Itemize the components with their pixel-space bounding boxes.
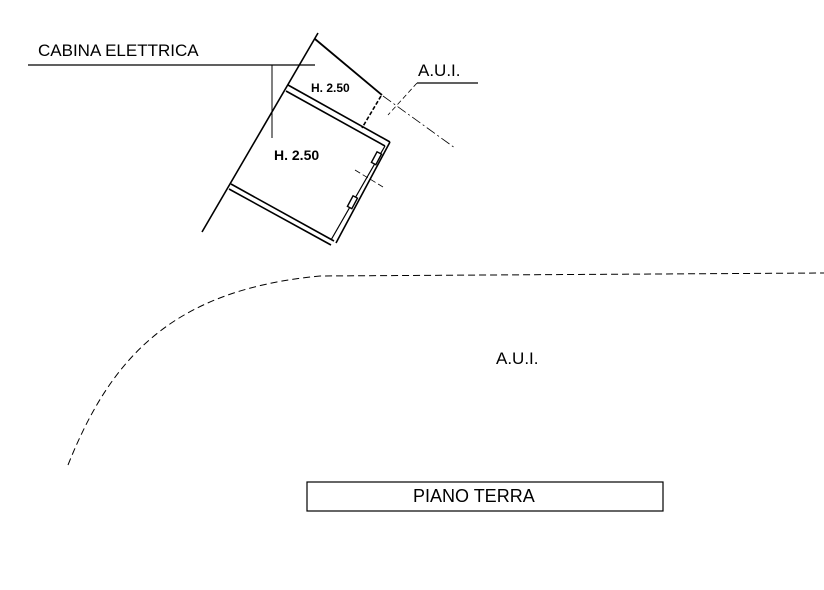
boundary-line (382, 95, 456, 149)
aui-center-label: A.U.I. (496, 349, 539, 368)
bottom-wall-b (228, 188, 332, 246)
floor-title-box (306, 481, 664, 512)
inner-wall-b (285, 90, 386, 147)
property-boundary-dashed (67, 272, 824, 466)
right-wall-a (335, 141, 391, 244)
floor-title: PIANO TERRA (413, 486, 535, 506)
window (346, 194, 359, 210)
cabina-label: CABINA ELETTRICA (38, 41, 199, 60)
room-main-height: H. 2.50 (274, 147, 320, 163)
building-left-wall (201, 32, 319, 233)
partition-wall (361, 95, 382, 129)
inner-wall-a (287, 84, 391, 143)
boundary-line (354, 169, 384, 188)
window (370, 150, 383, 166)
bottom-wall-a (230, 183, 335, 242)
room-small-height: H. 2.50 (311, 81, 350, 95)
building-top-wall (314, 38, 383, 96)
aui-leader-diagonal (387, 82, 418, 116)
aui-top-label: A.U.I. (418, 61, 461, 80)
